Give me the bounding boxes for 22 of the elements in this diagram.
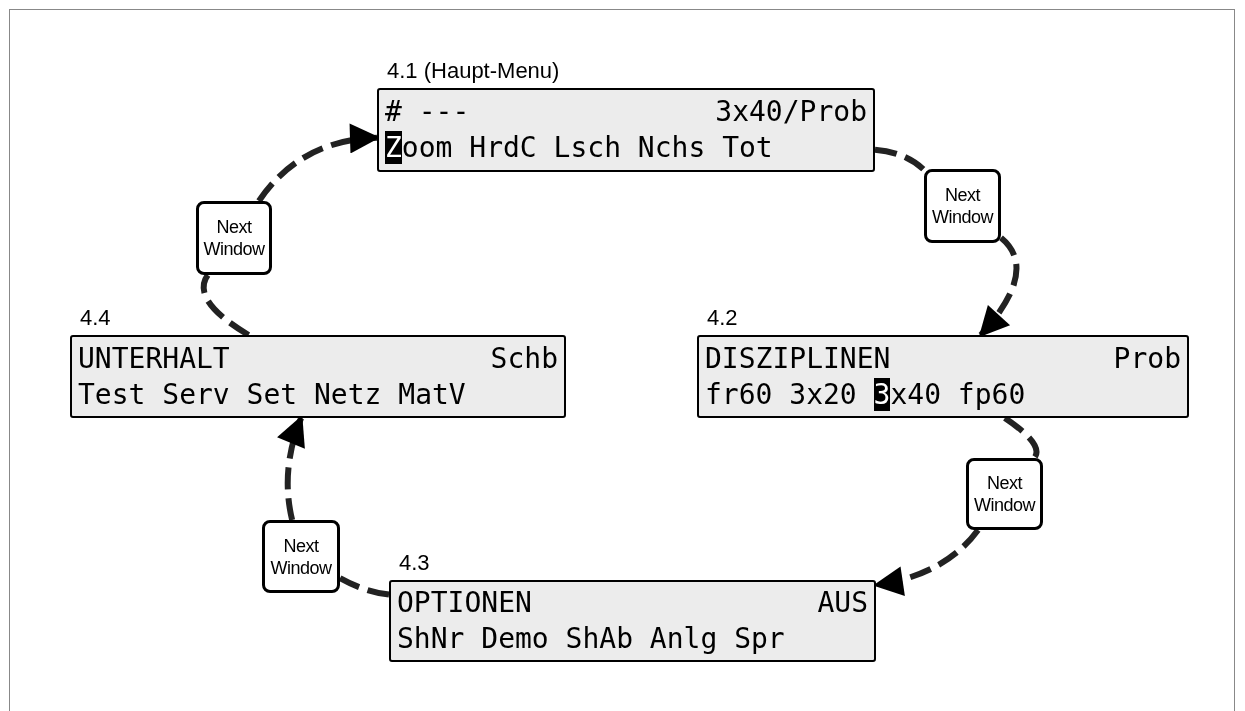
- lcd-text: 3x40/Prob: [715, 94, 867, 130]
- arrow: [277, 415, 306, 521]
- screen-heading: 4.2: [707, 304, 738, 332]
- screen-heading: 4.3: [399, 549, 430, 577]
- key-button: Next Window: [966, 458, 1043, 530]
- lcd-text: Test Serv Set Netz MatV: [78, 376, 466, 413]
- arrow: [978, 235, 1020, 338]
- key-button: Next Window: [924, 169, 1001, 243]
- lcd-text: # ---: [385, 94, 470, 130]
- lcd-text: AUS: [817, 585, 868, 621]
- lcd-text: ShNr Demo ShAb Anlg Spr: [397, 621, 785, 657]
- lcd-text: DISZIPLINEN: [705, 340, 891, 377]
- key-button: Next Window: [196, 201, 272, 275]
- screen-heading: 4.1 (Haupt-Menu): [387, 57, 560, 85]
- lcd-text: Zoom HrdC Lsch Nchs Tot: [385, 130, 773, 166]
- screen-heading: 4.4: [80, 304, 111, 332]
- lcd-text: Schb: [490, 340, 558, 377]
- lcd-text: fr60 3x20 3x40 fp60: [705, 376, 1026, 413]
- lcd-text: UNTERHALT: [78, 340, 230, 377]
- lcd-text: OPTIONEN: [397, 585, 532, 621]
- key-button: Next Window: [262, 520, 340, 593]
- lcd-text: Prob: [1113, 340, 1181, 377]
